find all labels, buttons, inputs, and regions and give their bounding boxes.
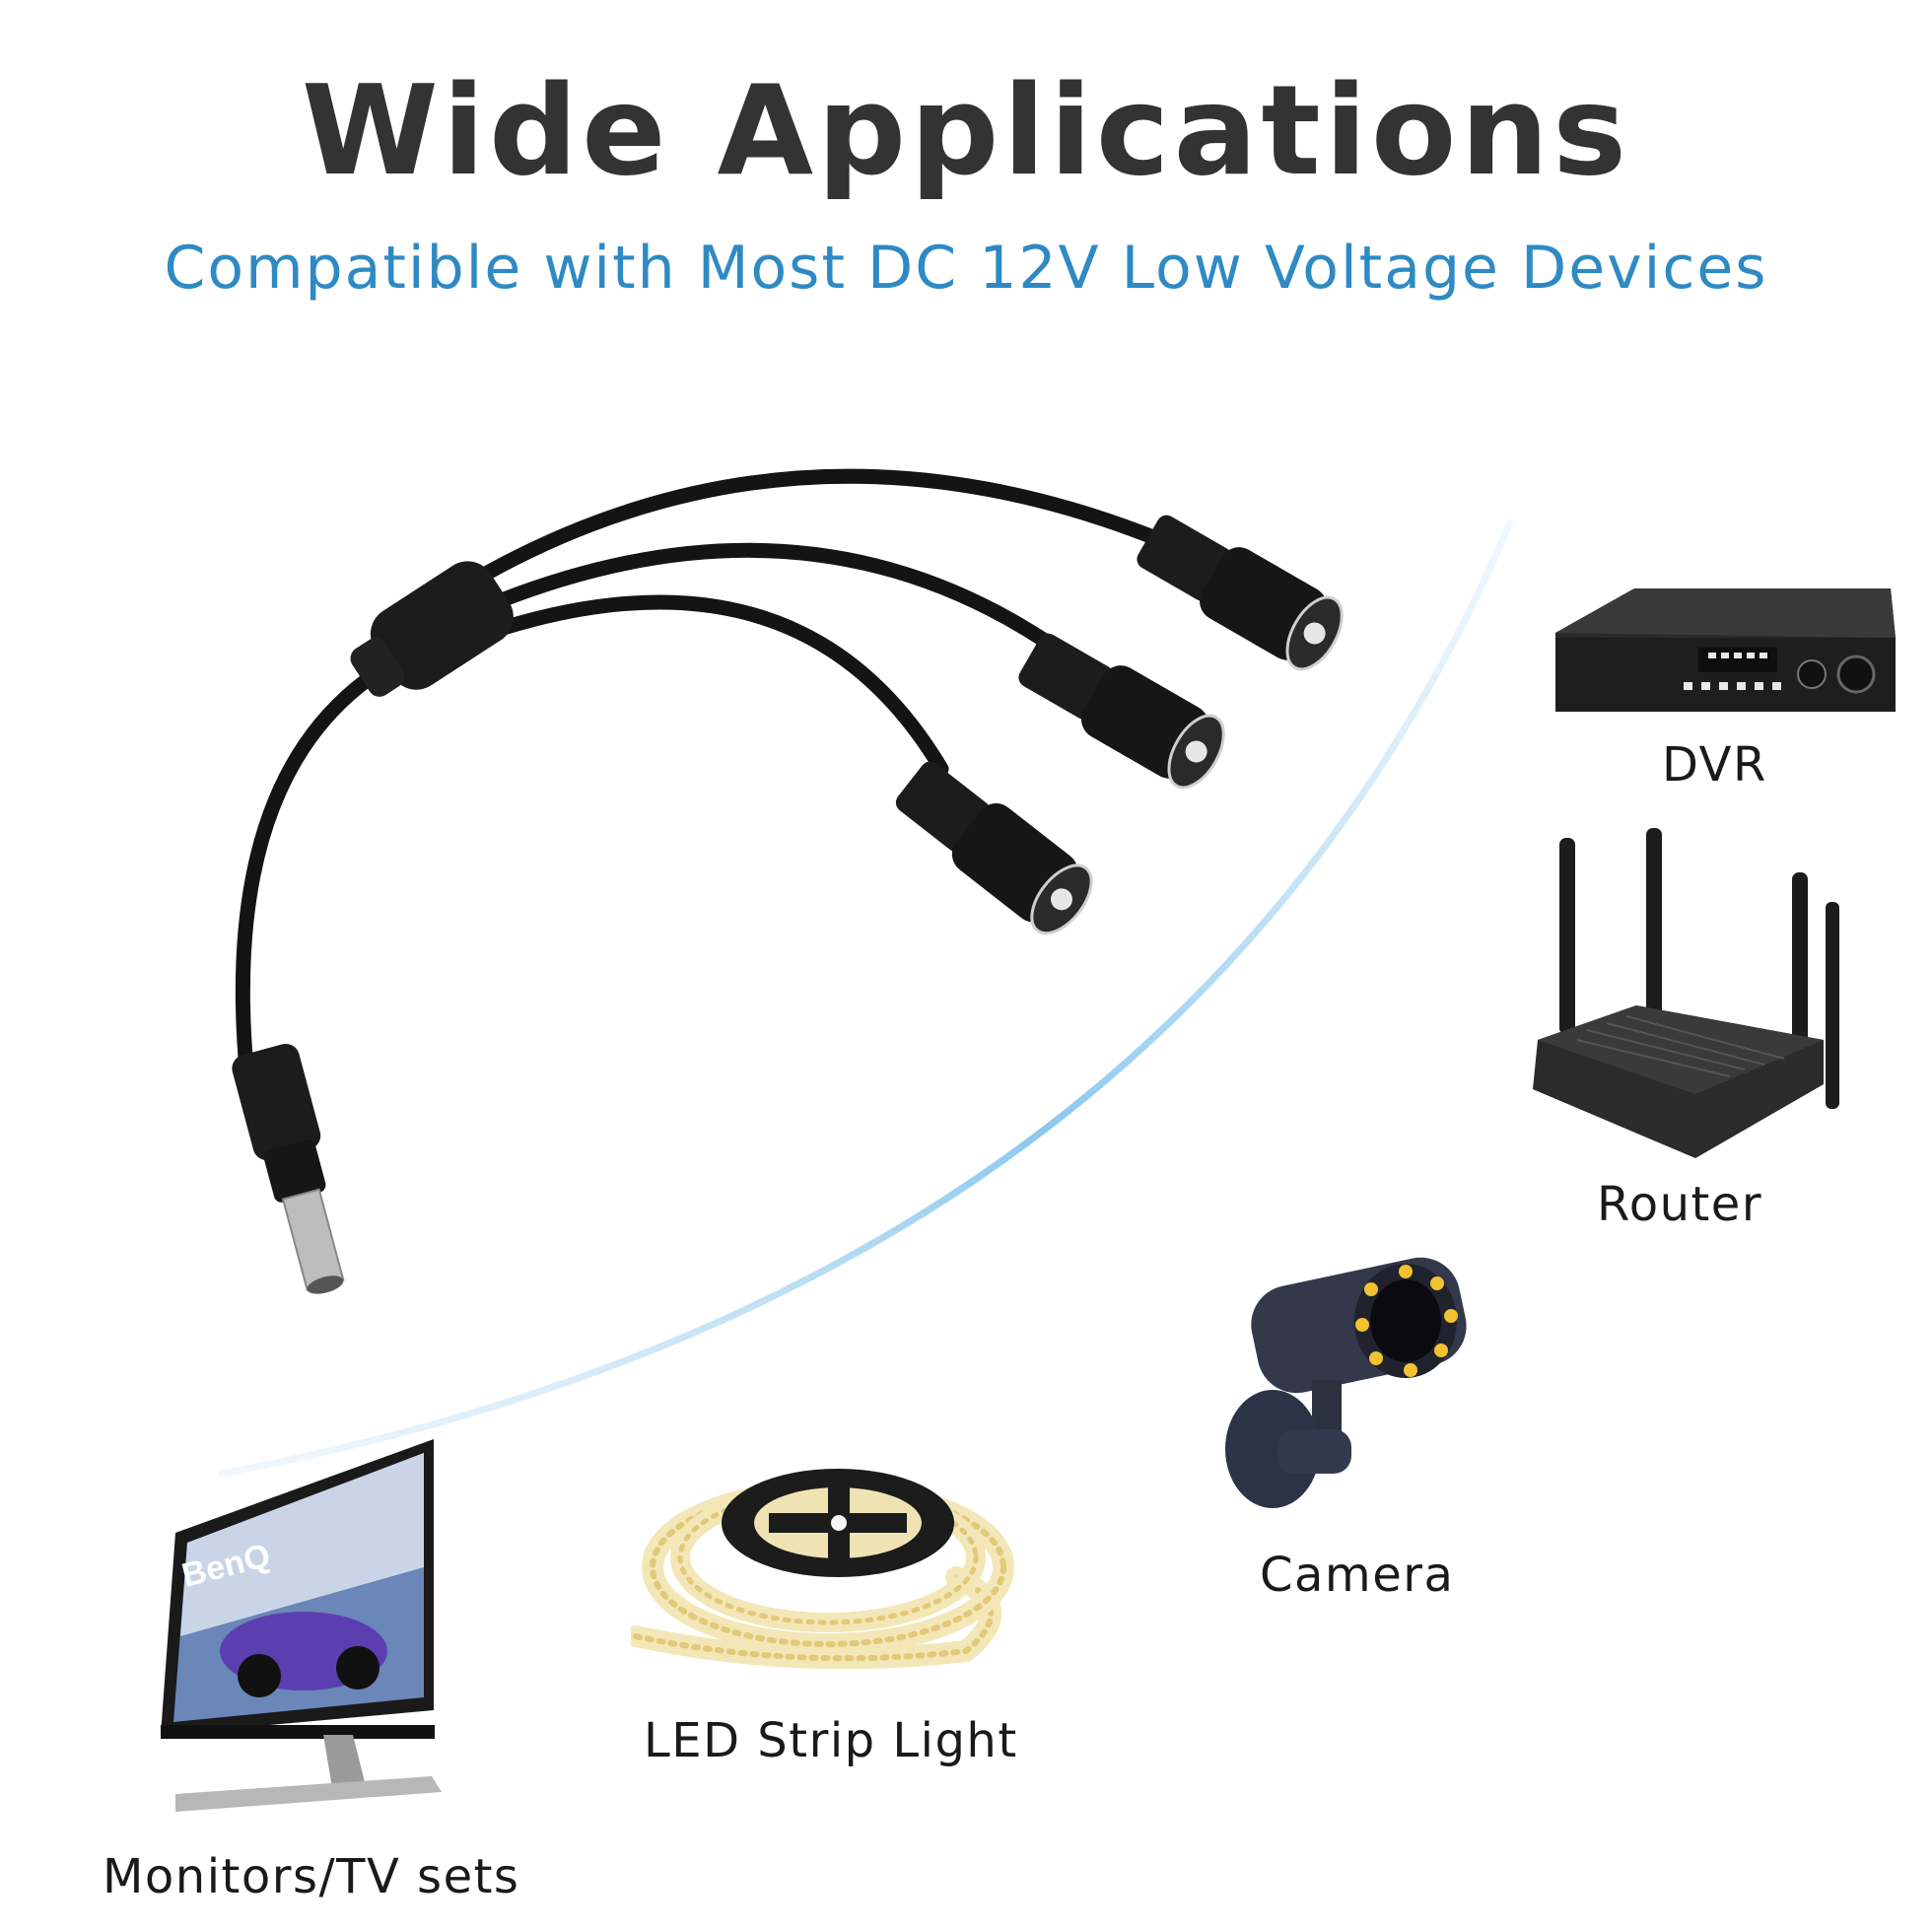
monitor-icon: BenQ <box>156 1439 442 1818</box>
camera-icon <box>1218 1222 1484 1522</box>
device-label-dvr: DVR <box>1662 737 1767 793</box>
device-label-camera: Camera <box>1260 1548 1455 1603</box>
device-label-monitor: Monitors/TV sets <box>103 1849 520 1904</box>
device-label-router: Router <box>1597 1177 1763 1232</box>
dvr-icon <box>1526 584 1900 725</box>
page-title: Wide Applications <box>301 58 1631 203</box>
led-strip-icon <box>625 1439 1025 1690</box>
page-subtitle: Compatible with Most DC 12V Low Voltage … <box>164 234 1768 303</box>
device-label-led-strip: LED Strip Light <box>644 1713 1018 1768</box>
router-icon <box>1518 828 1843 1167</box>
